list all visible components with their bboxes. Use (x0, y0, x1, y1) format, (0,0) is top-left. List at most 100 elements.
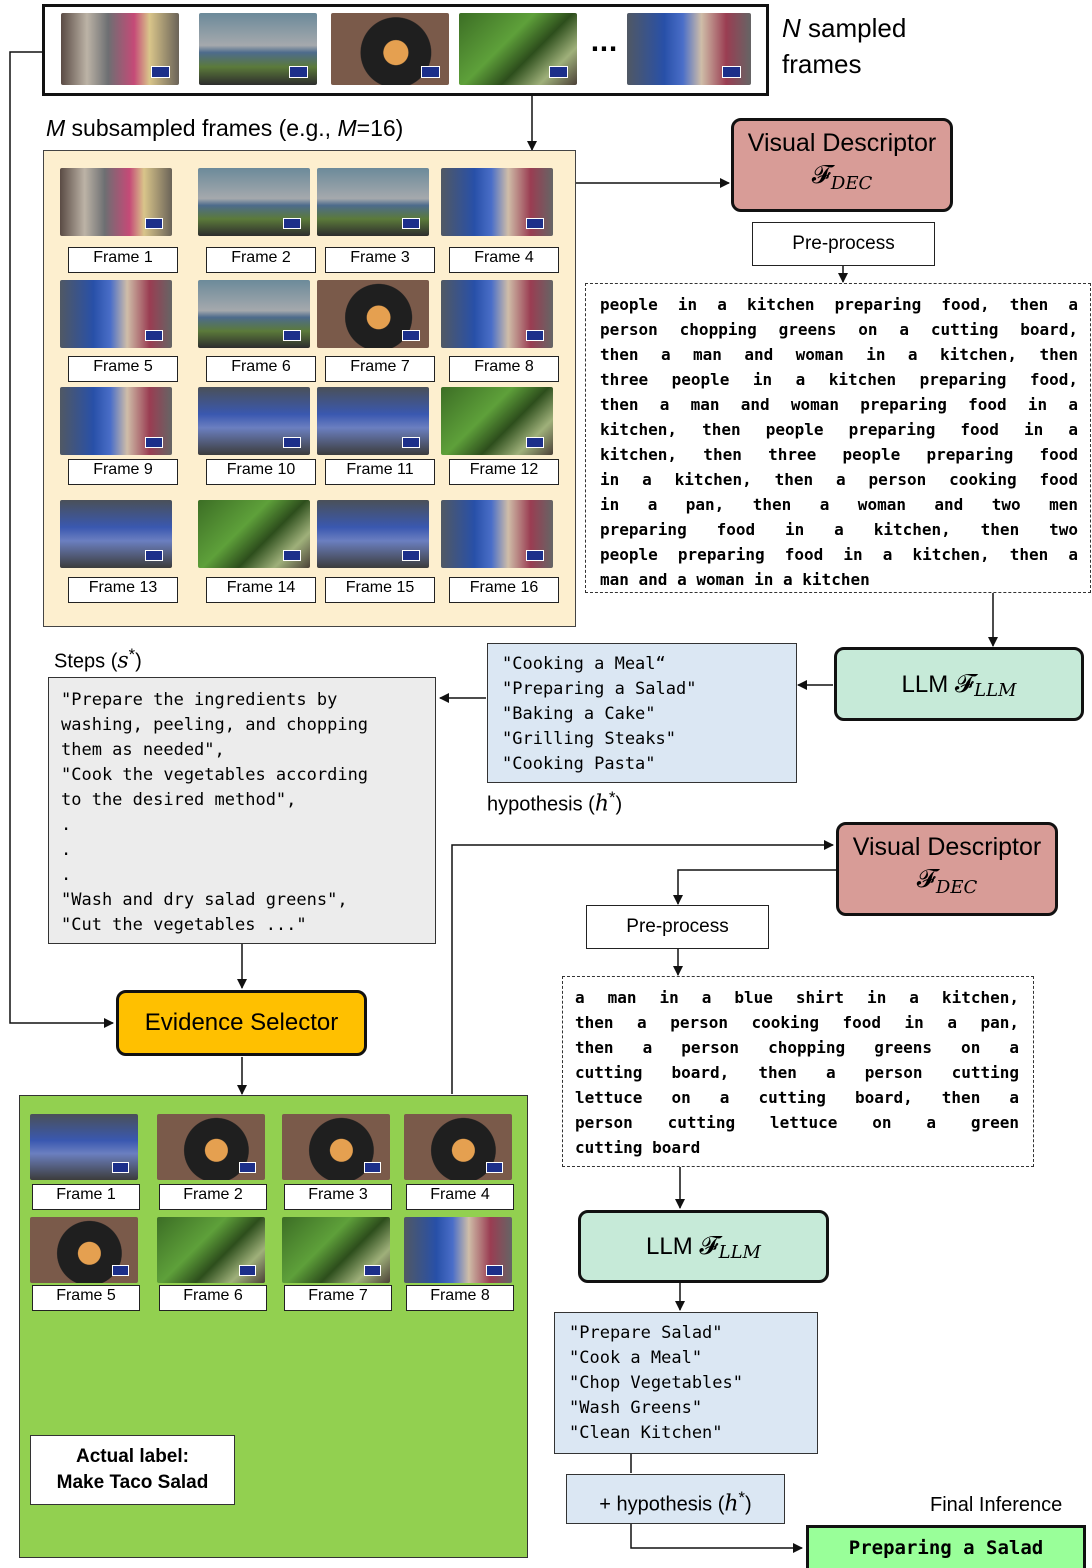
refined-step-item: "Chop Vegetables" (569, 1373, 743, 1393)
subsampled-title: M subsampled frames (e.g., M=16) (46, 115, 404, 141)
final-inference-box: Preparing a Salad (806, 1525, 1086, 1568)
description-line: man and a woman in a kitchen (600, 570, 870, 589)
frame-thumbnail (60, 280, 172, 348)
frame-label: Frame 9 (68, 459, 178, 485)
step-item: "Cut the vegetables ..." (61, 915, 307, 935)
hypothesis-item: "Cooking Pasta" (502, 754, 656, 774)
frame-thumbnail (441, 387, 553, 455)
preprocess-box: Pre-process (752, 222, 935, 266)
frame-label: Frame 10 (206, 459, 316, 485)
visual-descriptor-box-2: Visual Descriptor 𝓕DEC (836, 822, 1058, 916)
refined-step-item: "Clean Kitchen" (569, 1423, 723, 1443)
description-line: lettuce on a cutting board, then a (575, 1088, 1019, 1107)
evidence-frame-thumbnail (157, 1217, 265, 1283)
description-line: cutting board, then a person cutting (575, 1063, 1019, 1082)
description-line: in a pan, then a woman and two men (600, 495, 1078, 514)
frame-thumbnail (60, 387, 172, 455)
description-line: people in a kitchen preparing food, then… (600, 295, 1078, 314)
evidence-frame-thumbnail (157, 1114, 265, 1180)
frame-label: Frame 2 (206, 247, 316, 273)
step-item: them as needed", (61, 740, 225, 760)
frame-thumbnail (60, 168, 172, 236)
hypotheses-box: "Cooking a Meal“ "Preparing a Salad" "Baki… (487, 643, 797, 783)
description-line: three people in a kitchen preparing food… (600, 370, 1078, 389)
sampled-frames-strip: ... (42, 4, 769, 96)
description-line: in a kitchen, then a person cooking food (600, 470, 1078, 489)
frame-thumbnail (317, 387, 429, 455)
description-line: then a person chopping greens on a (575, 1038, 1019, 1057)
description-line: then a person cooking food in a pan, (575, 1013, 1019, 1032)
description-line: preparing food in a kitchen, then two (600, 520, 1078, 539)
sampled-frame-thumb (627, 13, 751, 85)
evidence-frame-thumbnail (404, 1114, 512, 1180)
actual-label-box: Actual label: Make Taco Salad (30, 1435, 235, 1505)
step-item: . (61, 815, 72, 835)
sampled-frames-label: N sampled frames (782, 13, 907, 79)
evidence-frame-label: Frame 7 (284, 1285, 392, 1311)
hypothesis-item: "Preparing a Salad" (502, 679, 697, 699)
refined-step-item: "Prepare Salad" (569, 1323, 723, 1343)
frame-thumbnail (317, 280, 429, 348)
description-line: kitchen, then people preparing food in a (600, 420, 1078, 439)
step-item: washing, peeling, and chopping (61, 715, 369, 735)
evidence-frame-thumbnail (30, 1114, 138, 1180)
visual-descriptor-box: Visual Descriptor 𝓕DEC (731, 118, 953, 212)
frame-label: Frame 8 (449, 356, 559, 382)
evidence-frame-label: Frame 2 (159, 1184, 267, 1210)
frame-label: Frame 11 (325, 459, 435, 485)
frame-label: Frame 4 (449, 247, 559, 273)
steps-box: "Prepare the ingredients by washing, peel… (48, 677, 436, 944)
step-item: "Prepare the ingredients by (61, 690, 338, 710)
visual-descriptor-title: Visual Descriptor (852, 833, 1042, 861)
final-inference-label: Final Inference (930, 1494, 1063, 1516)
frame-thumbnail (60, 500, 172, 568)
frame-label: Frame 13 (68, 577, 178, 603)
evidence-frame-label: Frame 1 (32, 1184, 140, 1210)
evidence-frame-label: Frame 4 (406, 1184, 514, 1210)
hypothesis-item: "Cooking a Meal“ (502, 654, 666, 674)
llm-box: LLM 𝓕LLM (834, 647, 1084, 721)
frame-description-text-2: a man in a blue shirt in a kitchen, then … (562, 976, 1034, 1167)
visual-descriptor-symbol: 𝓕DEC (811, 160, 873, 195)
description-line: then a man and woman in a kitchen, then (600, 345, 1078, 364)
step-item: . (61, 840, 72, 860)
refined-step-item: "Cook a Meal" (569, 1348, 703, 1368)
hypothesis-item: "Grilling Steaks" (502, 729, 676, 749)
frame-thumbnail (198, 500, 310, 568)
description-line: a man in a blue shirt in a kitchen, (575, 988, 1019, 1007)
step-item: to the desired method", (61, 790, 297, 810)
step-item: "Cook the vegetables according (61, 765, 369, 785)
llm-box-2: LLM 𝓕LLM (578, 1210, 829, 1283)
frame-label: Frame 12 (449, 459, 559, 485)
frame-label: Frame 14 (206, 577, 316, 603)
refined-steps-box: "Prepare Salad" "Cook a Meal" "Chop Vegeta… (554, 1312, 818, 1454)
step-item: "Wash and dry salad greens", (61, 890, 348, 910)
evidence-frame-label: Frame 3 (284, 1184, 392, 1210)
description-line: person cutting lettuce on a green (575, 1113, 1019, 1132)
frame-thumbnail (198, 168, 310, 236)
description-line: person chopping greens on a cutting boar… (600, 320, 1078, 339)
frame-thumbnail (317, 168, 429, 236)
frame-label: Frame 16 (449, 577, 559, 603)
frame-thumbnail (441, 280, 553, 348)
evidence-frame-thumbnail (30, 1217, 138, 1283)
refined-step-item: "Wash Greens" (569, 1398, 703, 1418)
frame-description-text: people in a kitchen preparing food, then… (585, 283, 1091, 593)
frame-label: Frame 5 (68, 356, 178, 382)
frame-label: Frame 1 (68, 247, 178, 273)
steps-label: Steps (s*) (54, 645, 142, 674)
evidence-frame-label: Frame 5 (32, 1285, 140, 1311)
evidence-frame-label: Frame 6 (159, 1285, 267, 1311)
sampled-frame-thumb (199, 13, 317, 85)
hypothesis-item: "Baking a Cake" (502, 704, 656, 724)
evidence-selector-box: Evidence Selector (116, 990, 367, 1056)
step-item: . (61, 865, 72, 885)
frame-thumbnail (198, 280, 310, 348)
evidence-frame-thumbnail (404, 1217, 512, 1283)
sampled-frame-thumb (61, 13, 179, 85)
frame-thumbnail (198, 387, 310, 455)
frame-label: Frame 6 (206, 356, 316, 382)
frame-thumbnail (441, 168, 553, 236)
sampled-frame-thumb (459, 13, 577, 85)
plus-hypothesis-box: + hypothesis (h*) (566, 1474, 785, 1524)
